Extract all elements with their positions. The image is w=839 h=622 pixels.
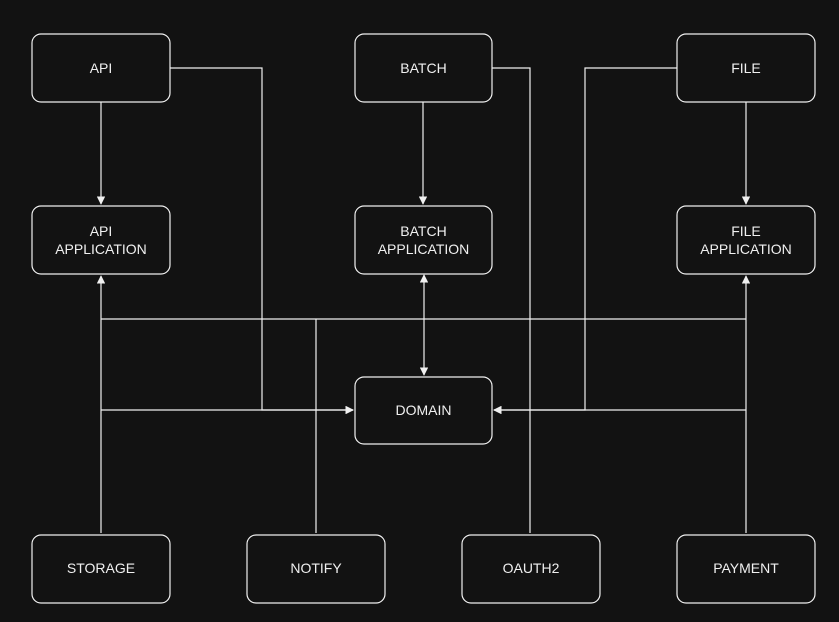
node-batch[interactable]: BATCH <box>354 33 493 103</box>
node-oauth2[interactable]: OAUTH2 <box>461 534 601 604</box>
node-file-application-label-line2: APPLICATION <box>700 241 792 257</box>
edges <box>96 67 751 533</box>
node-api-application-label-line1: API <box>90 223 113 239</box>
node-api[interactable]: API <box>31 33 171 103</box>
node-file-label: FILE <box>731 60 761 76</box>
node-batch-application-label-line1: BATCH <box>400 223 446 239</box>
node-payment[interactable]: PAYMENT <box>676 534 816 604</box>
node-notify[interactable]: NOTIFY <box>246 534 386 604</box>
node-api-application-label-line2: APPLICATION <box>55 241 147 257</box>
node-oauth2-label: OAUTH2 <box>503 560 560 576</box>
node-domain[interactable]: DOMAIN <box>354 376 493 445</box>
node-payment-label: PAYMENT <box>713 560 779 576</box>
node-file[interactable]: FILE <box>676 33 816 103</box>
edge-file-to-domain <box>493 67 677 415</box>
edge-batch-to-bus <box>492 67 531 319</box>
node-api-application[interactable]: API APPLICATION <box>31 205 171 275</box>
node-batch-application[interactable]: BATCH APPLICATION <box>354 205 493 275</box>
nodes: API BATCH FILE API APPLICATION BATCH APP… <box>31 33 816 604</box>
node-api-label: API <box>90 60 113 76</box>
node-notify-label: NOTIFY <box>290 560 342 576</box>
node-file-application-label-line1: FILE <box>731 223 761 239</box>
node-batch-application-label-line2: APPLICATION <box>378 241 470 257</box>
node-domain-label: DOMAIN <box>396 402 452 418</box>
edge-api-to-domain <box>170 67 354 415</box>
node-storage-label: STORAGE <box>67 560 135 576</box>
node-storage[interactable]: STORAGE <box>31 534 171 604</box>
node-file-application[interactable]: FILE APPLICATION <box>676 205 816 275</box>
node-batch-label: BATCH <box>400 60 446 76</box>
